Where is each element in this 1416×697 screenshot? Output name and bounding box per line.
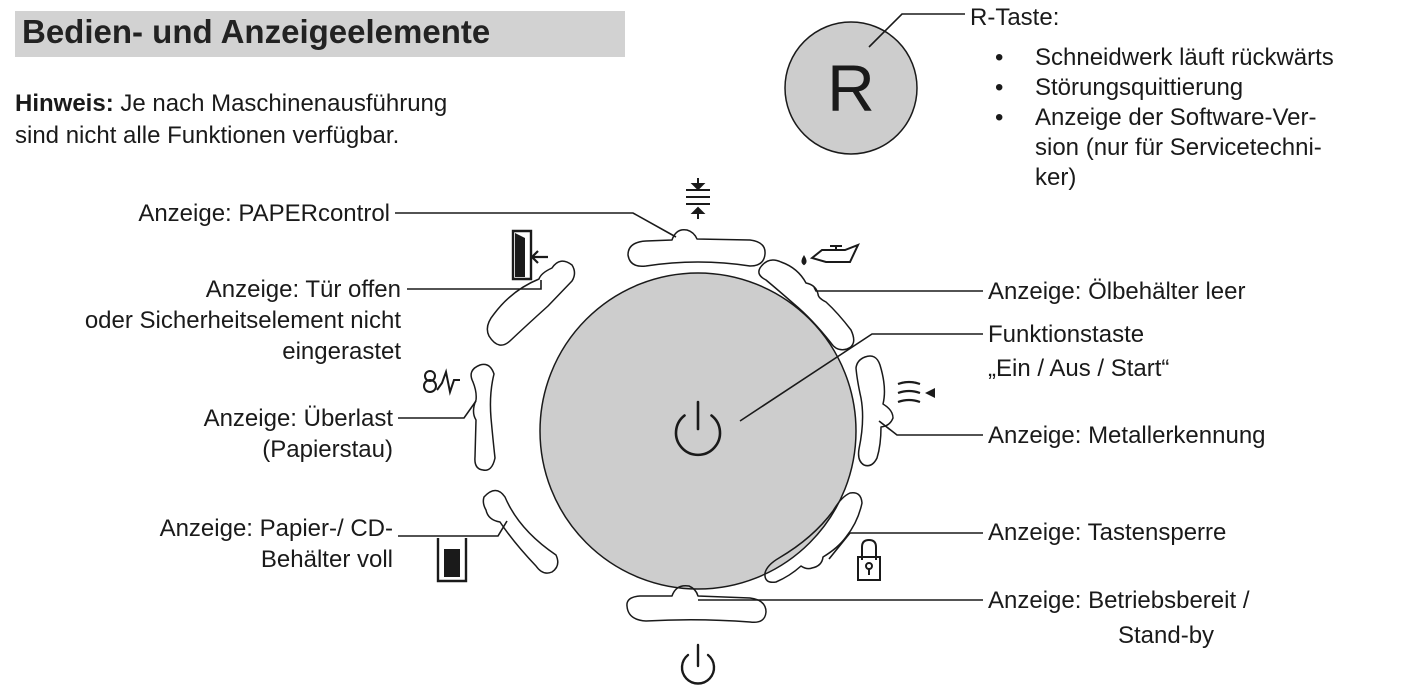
label-overload-1: Anzeige: Überlast: [203, 405, 393, 432]
function-key-button[interactable]: [539, 272, 857, 590]
label-door-open-3: eingerastet: [282, 338, 401, 365]
label-key-lock: Anzeige: Tastensperre: [988, 519, 1227, 546]
label-paper-control: Anzeige: PAPERcontrol: [138, 200, 390, 227]
indicator-bottom: [626, 584, 767, 624]
label-door-open-2: oder Sicherheitselement nicht: [84, 307, 401, 334]
leader-oil-empty: [813, 286, 983, 292]
label-metal-detection: Anzeige: Metallerkennung: [988, 422, 1266, 449]
title-bar: [15, 11, 625, 57]
r-key-title: R-Taste:: [970, 4, 1060, 31]
label-bin-full-1: Anzeige: Papier-/ CD-: [159, 515, 393, 542]
r-key-item: Anzeige der Software-Ver- sion (nur für …: [995, 103, 1415, 193]
label-standby-2: Stand-by: [1118, 622, 1215, 649]
bin-full-icon: [436, 538, 468, 583]
standby-power-icon: [680, 643, 716, 685]
r-key-leader: [868, 13, 965, 48]
label-bin-full-2: Behälter voll: [260, 546, 393, 573]
r-key-item: Schneidwerk läuft rückwärts: [995, 43, 1415, 73]
leader-overload: [398, 400, 477, 419]
overload-icon: [423, 368, 460, 396]
door-open-icon: [511, 229, 548, 281]
label-function-key-1: Funktionstaste: [988, 321, 1145, 348]
hint-label: Hinweis:: [15, 90, 114, 117]
r-key-button[interactable]: [784, 21, 918, 155]
indicator-right: [855, 355, 894, 467]
r-key-symbol: R: [827, 51, 875, 125]
label-oil-empty: Anzeige: Ölbehälter leer: [988, 278, 1246, 305]
indicator-top: [627, 228, 766, 268]
indicator-lower-right: [764, 491, 863, 584]
leader-key-lock: [828, 532, 983, 560]
leader-metal: [878, 420, 983, 436]
indicator-left: [470, 363, 496, 471]
r-key-item: Störungsquittierung: [995, 73, 1415, 103]
hint-text-2: sind nicht alle Funktionen verfügbar.: [15, 122, 400, 149]
label-standby-1: Anzeige: Betriebsbereit /: [988, 587, 1250, 614]
leader-function-key: [739, 333, 983, 422]
power-icon: [674, 400, 722, 457]
leader-bin-full: [398, 520, 508, 537]
leader-paper-control: [395, 212, 677, 238]
paper-control-icon: [686, 178, 710, 219]
page-title: Bedien- und Anzeigeelemente: [22, 13, 491, 50]
indicator-lower-left: [482, 489, 559, 574]
label-door-open-1: Anzeige: Tür offen: [205, 276, 401, 303]
indicator-upper-left: [486, 260, 576, 346]
hint-note: Hinweis: Je nach Maschinenausführung sin…: [15, 88, 447, 152]
oil-can-icon: [801, 243, 860, 266]
padlock-icon: [857, 538, 881, 581]
hint-text-1: Je nach Maschinenausführung: [120, 90, 448, 117]
r-key-list: Schneidwerk läuft rückwärts Störungsquit…: [995, 43, 1415, 193]
indicator-upper-right: [758, 259, 855, 351]
leader-door-open: [407, 280, 542, 290]
label-function-key-2: „Ein / Aus / Start“: [988, 355, 1170, 382]
metal-detection-icon: [897, 380, 935, 404]
label-overload-2: (Papierstau): [262, 436, 393, 463]
